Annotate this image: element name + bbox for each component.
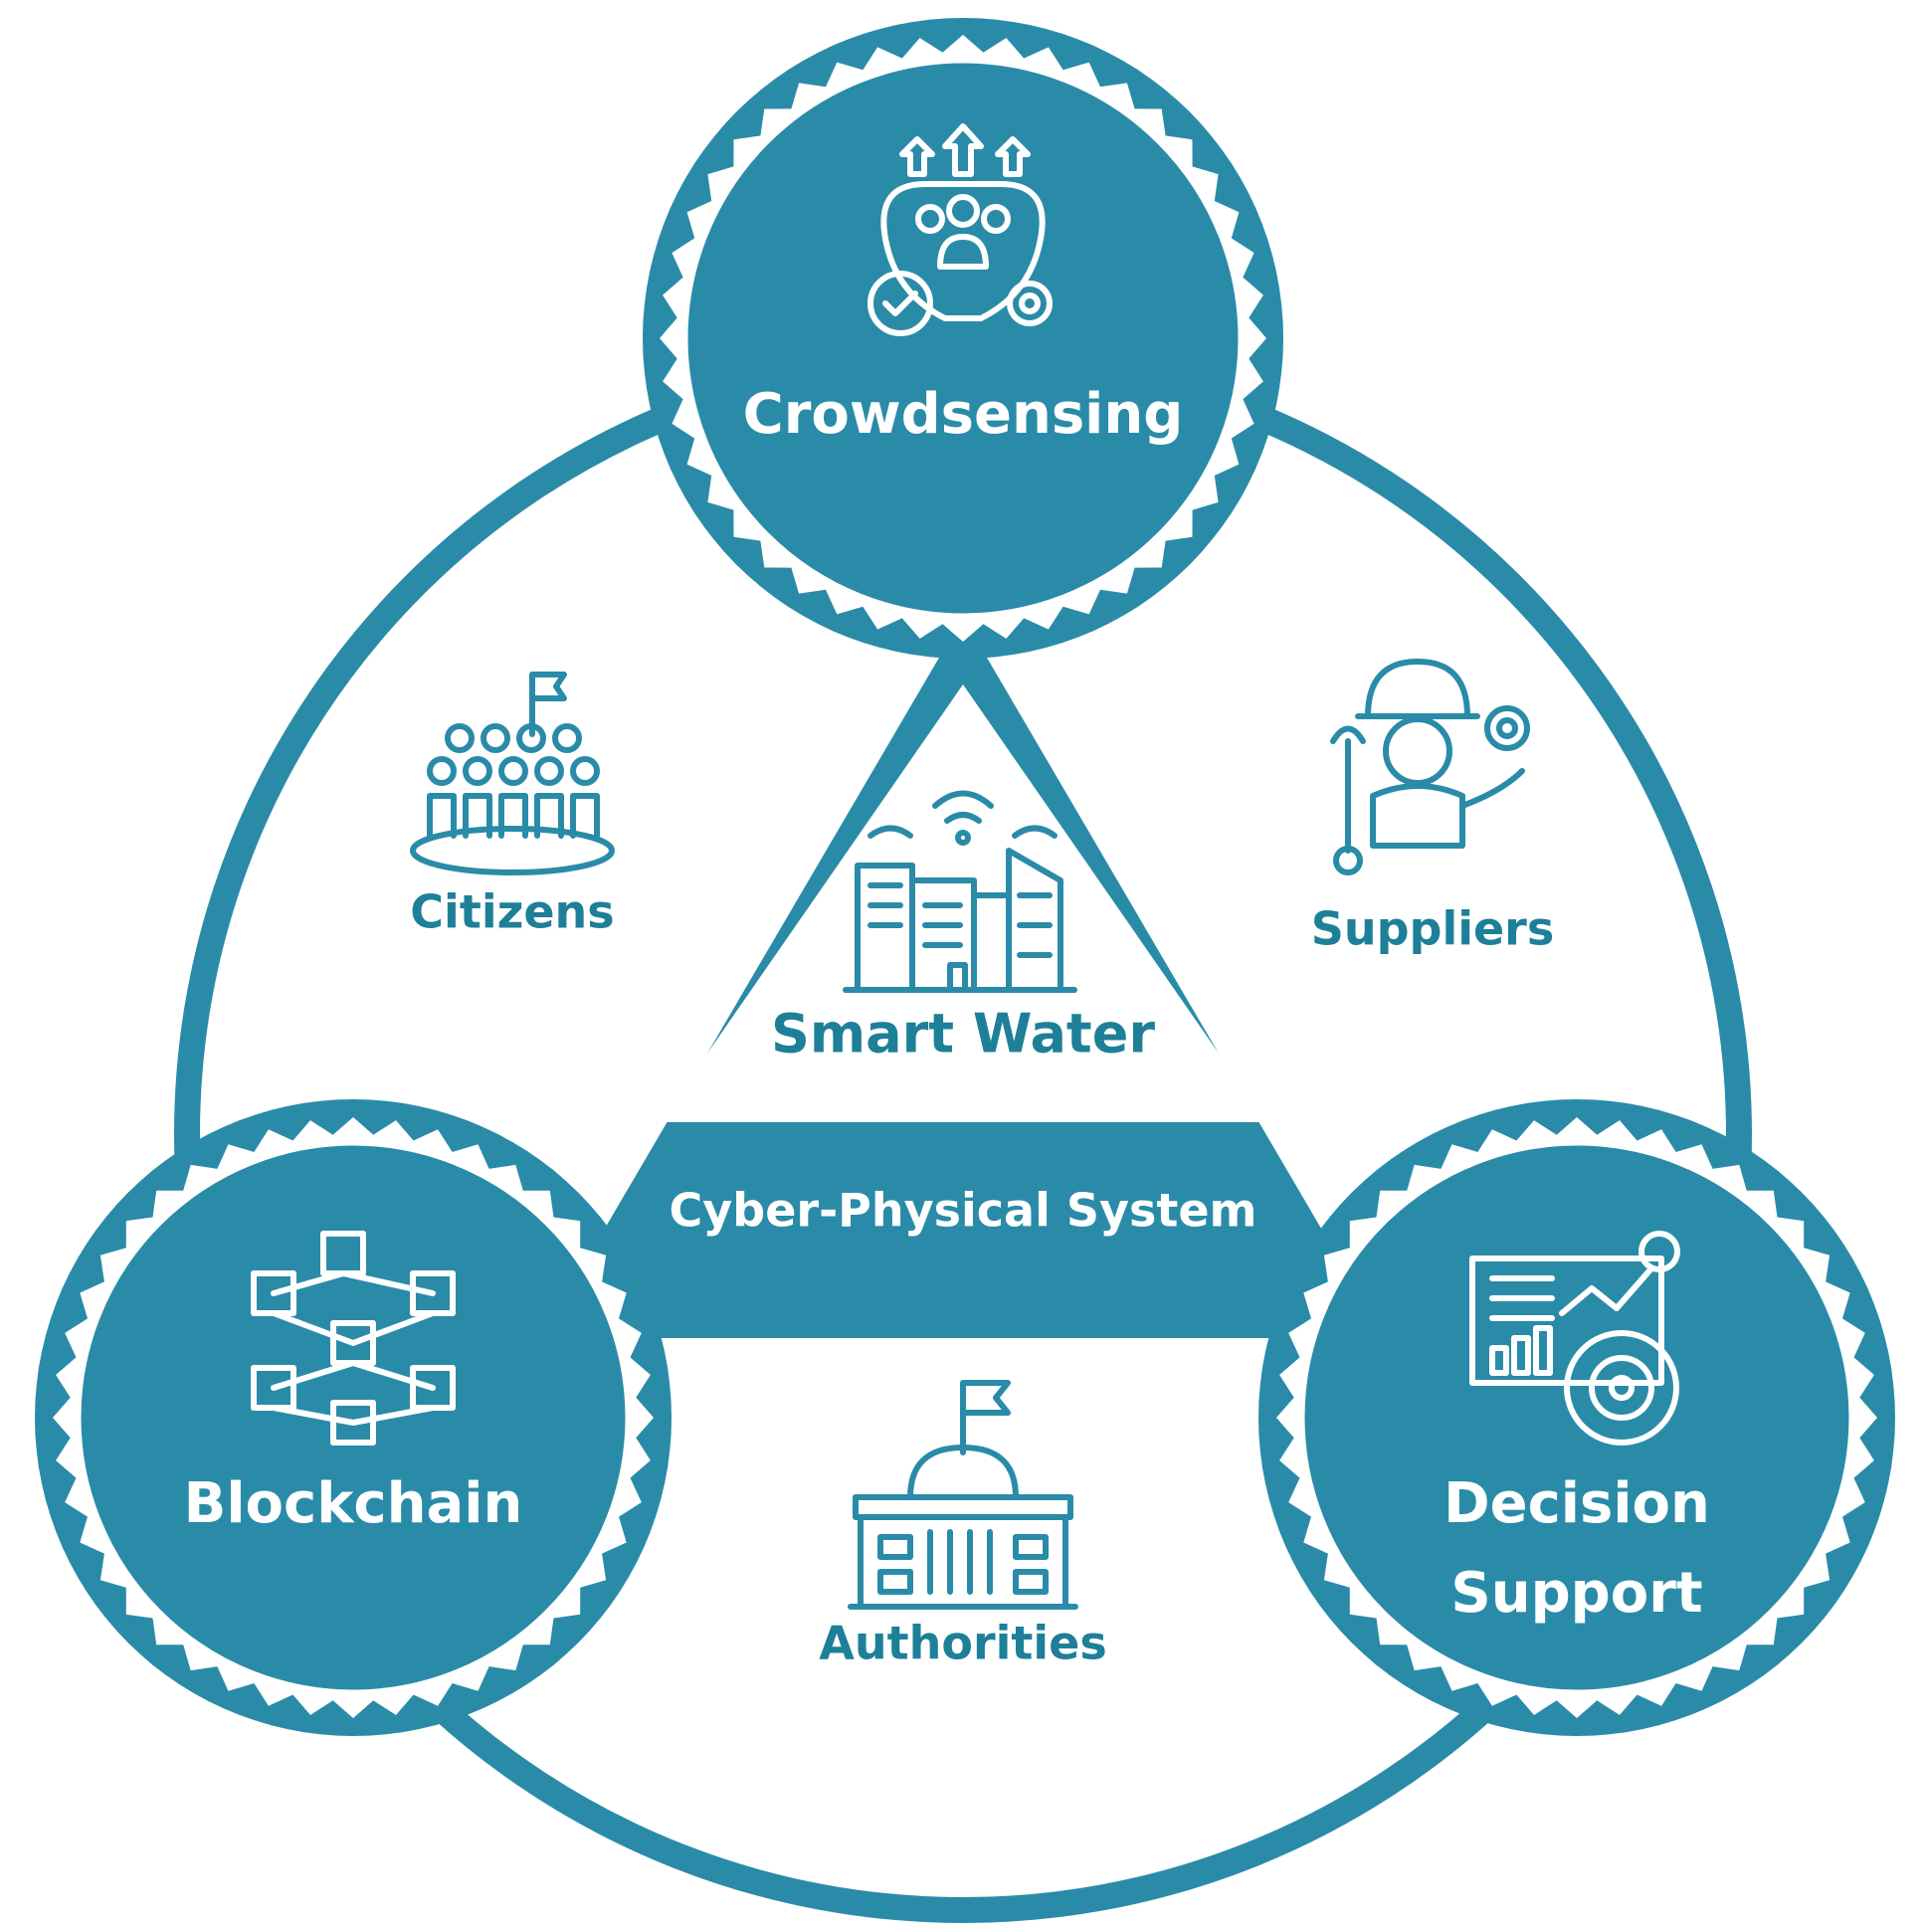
suppliers-label: Suppliers (1311, 902, 1555, 956)
crowdsensing-node: Crowdsensing (643, 18, 1283, 659)
smart-city-icon (843, 790, 1077, 993)
blockchain-node: Blockchain (35, 1099, 672, 1736)
crowdsensing-label: Crowdsensing (743, 382, 1184, 447)
blockchain-disc (78, 1142, 629, 1693)
smart-water-label: Smart Water (771, 1003, 1155, 1065)
analytics-dashboard-icon (1469, 1231, 1680, 1446)
decision-label-line2: Support (1450, 1561, 1702, 1626)
crowdsensing-disc (684, 60, 1242, 617)
smart-water-center: Smart Water (771, 790, 1155, 1065)
government-building-icon (848, 1380, 1078, 1610)
citizens-group: Citizens (410, 672, 615, 939)
citizens-label: Citizens (410, 885, 614, 939)
citizens-group-icon (410, 672, 615, 875)
suppliers-group: Suppliers (1311, 659, 1555, 956)
engineer-worker-icon (1330, 659, 1530, 875)
crowd-upload-icon (867, 123, 1053, 336)
authorities-group: Authorities (819, 1380, 1107, 1670)
decision-label-line1: Decision (1444, 1471, 1710, 1536)
blockchain-cubes-icon (251, 1231, 456, 1446)
blockchain-label: Blockchain (184, 1471, 523, 1536)
triangle-inner-top (660, 684, 1266, 1122)
cyber-physical-system-label: Cyber-Physical System (670, 1184, 1257, 1238)
decision-support-node: Decision Support (1258, 1099, 1895, 1736)
authorities-label: Authorities (819, 1617, 1106, 1670)
